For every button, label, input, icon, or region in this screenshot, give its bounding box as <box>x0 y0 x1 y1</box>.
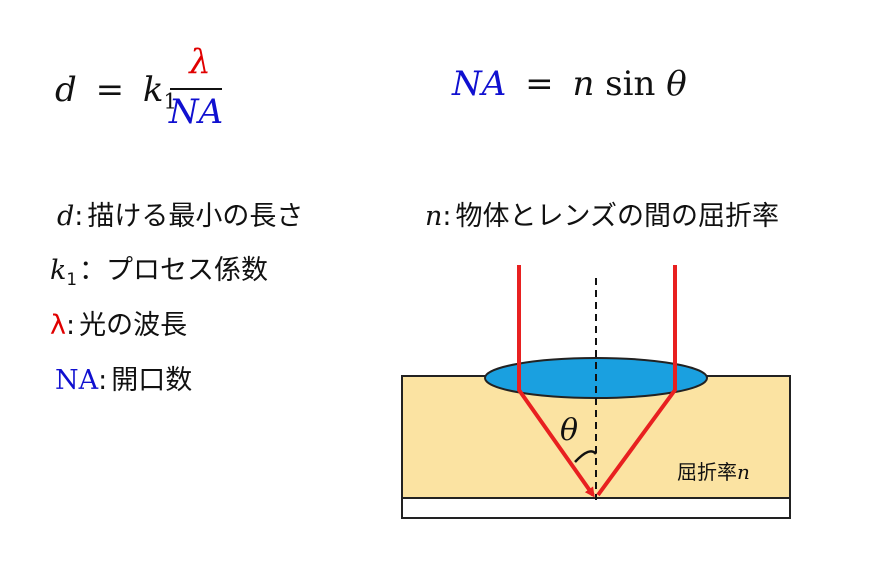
medium-label: 屈折率n <box>677 456 750 485</box>
medium-label-symbol: n <box>737 460 750 484</box>
definition-symbol: n <box>425 201 443 232</box>
definition-text: 光の波長 <box>79 310 188 341</box>
definition-d: d:描ける最小の長さ <box>57 200 303 234</box>
formula-d-lhs: d <box>55 70 77 110</box>
definition-text: 開口数 <box>111 365 193 396</box>
definition-symbol: d <box>57 201 75 232</box>
formula-d-numerator: λ <box>189 42 211 82</box>
substrate-plate <box>401 497 791 519</box>
definition-separator: : <box>65 310 76 341</box>
definition-symbol-sub: 1 <box>66 268 78 289</box>
formula-na-equals: = <box>525 64 554 104</box>
angle-arc <box>574 450 597 463</box>
definition-text: 物体とレンズの間の屈折率 <box>455 201 779 232</box>
definition-symbol: k <box>50 255 67 286</box>
definition-separator: : <box>74 201 84 232</box>
definition-text: 描ける最小の長さ <box>87 201 304 232</box>
definition-symbol: λ <box>50 310 66 341</box>
left-ray <box>517 265 595 498</box>
definition-k1: k1：プロセス係数 <box>50 254 268 296</box>
definition-separator: : <box>442 201 452 232</box>
formula-d-k-sub: 1 <box>163 88 177 114</box>
formula-na-sin: sin <box>605 64 656 104</box>
definition-symbol: NA <box>55 365 99 396</box>
formula-d-denominator: NA <box>168 92 224 132</box>
formula-d-equals: = <box>95 70 125 110</box>
definition-lambda: λ:光の波長 <box>50 309 187 343</box>
medium-label-text: 屈折率 <box>677 460 737 484</box>
definition-separator: : <box>98 365 108 396</box>
fraction-bar <box>170 88 222 90</box>
definition-na: NA:開口数 <box>55 364 192 398</box>
formula-d-k: k <box>142 70 164 110</box>
definition-text: プロセス係数 <box>106 255 269 286</box>
formula-resolution: d = k1 <box>55 70 177 121</box>
formula-numerical-aperture: NA = n sin θ <box>452 64 687 104</box>
formula-na-n: n <box>572 64 595 104</box>
formula-na-lhs: NA <box>452 64 507 104</box>
right-ray <box>596 265 677 497</box>
angle-label: θ <box>560 413 579 448</box>
definition-separator: ： <box>79 255 107 286</box>
definition-n: n:物体とレンズの間の屈折率 <box>425 200 779 234</box>
formula-na-theta: θ <box>666 64 687 104</box>
